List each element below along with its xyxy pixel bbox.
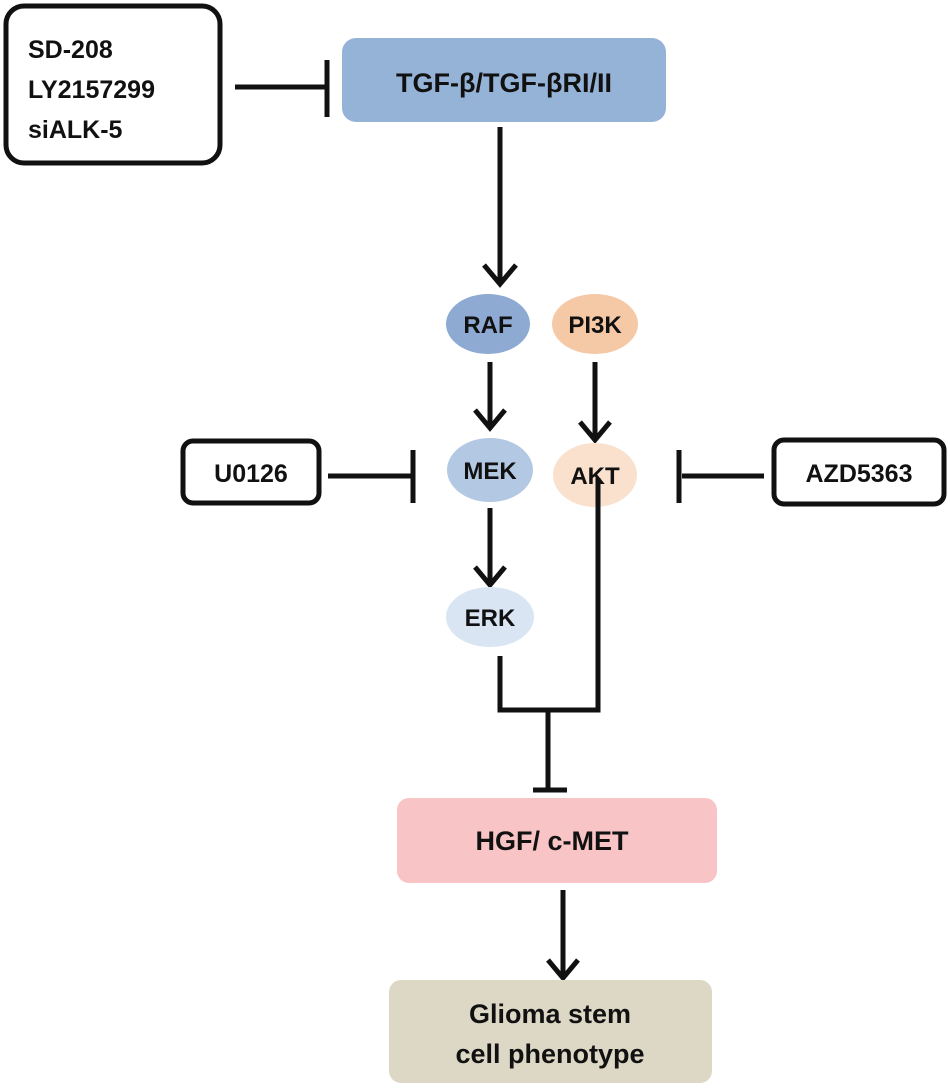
tgf-inhibition-line (235, 60, 330, 117)
mek-label: MEK (463, 458, 517, 485)
akt-node: AKT (553, 443, 637, 507)
akt-label: AKT (570, 463, 620, 490)
erk-ellipse (446, 587, 534, 647)
inhibitor-u0126-label: U0126 (214, 460, 288, 488)
glioma-stem-node: Glioma stem cell phenotype (389, 980, 712, 1083)
mek-inhibition-line (328, 450, 416, 503)
glioma-stem-label-line1: Glioma stem (469, 999, 631, 1029)
hgf-cmet-label: HGF/ c-MET (476, 826, 630, 856)
glioma-stem-label-line2: cell phenotype (455, 1039, 644, 1069)
inhibitor-azd5363-label: AZD5363 (806, 460, 913, 488)
hgf-cmet-box (397, 798, 717, 883)
tgf-receptor-box (342, 38, 666, 122)
hgf-to-glioma-arrow (546, 890, 580, 982)
raf-node: RAF (446, 294, 530, 354)
pi3k-to-akt-arrow (578, 362, 612, 444)
pi3k-node: PI3K (552, 294, 638, 354)
pi3k-ellipse (552, 294, 638, 354)
mek-to-erk-arrow (473, 508, 507, 589)
pi3k-label: PI3K (568, 312, 622, 339)
inhibitor-sialk5-label: siALK-5 (28, 116, 123, 144)
erk-label: ERK (465, 605, 516, 632)
tgf-receptor-node: TGF-β/TGF-βRI/II (342, 38, 666, 122)
hgf-cmet-node: HGF/ c-MET (397, 798, 717, 883)
tgf-receptor-label: TGF-β/TGF-βRI/II (396, 68, 612, 98)
raf-ellipse (446, 294, 530, 354)
mek-ellipse (447, 438, 533, 502)
inhibitor-sd208-label: SD-208 (28, 36, 113, 64)
tgf-to-raf-arrow (482, 127, 518, 288)
akt-inhibitor-box: AZD5363 (771, 437, 947, 507)
mek-node: MEK (447, 438, 533, 502)
raf-label: RAF (463, 312, 512, 339)
akt-ellipse (553, 443, 637, 507)
raf-to-mek-arrow (473, 362, 507, 432)
erk-node: ERK (446, 587, 534, 647)
glioma-stem-box (389, 980, 712, 1083)
erk-akt-to-hgf-inhibition (497, 478, 601, 793)
inhibitor-ly2157299-label: LY2157299 (28, 76, 155, 104)
tgf-inhibitor-box: SD-208 LY2157299 siALK-5 (3, 3, 223, 166)
mek-inhibitor-box: U0126 (180, 438, 322, 506)
akt-inhibition-line (676, 450, 764, 503)
